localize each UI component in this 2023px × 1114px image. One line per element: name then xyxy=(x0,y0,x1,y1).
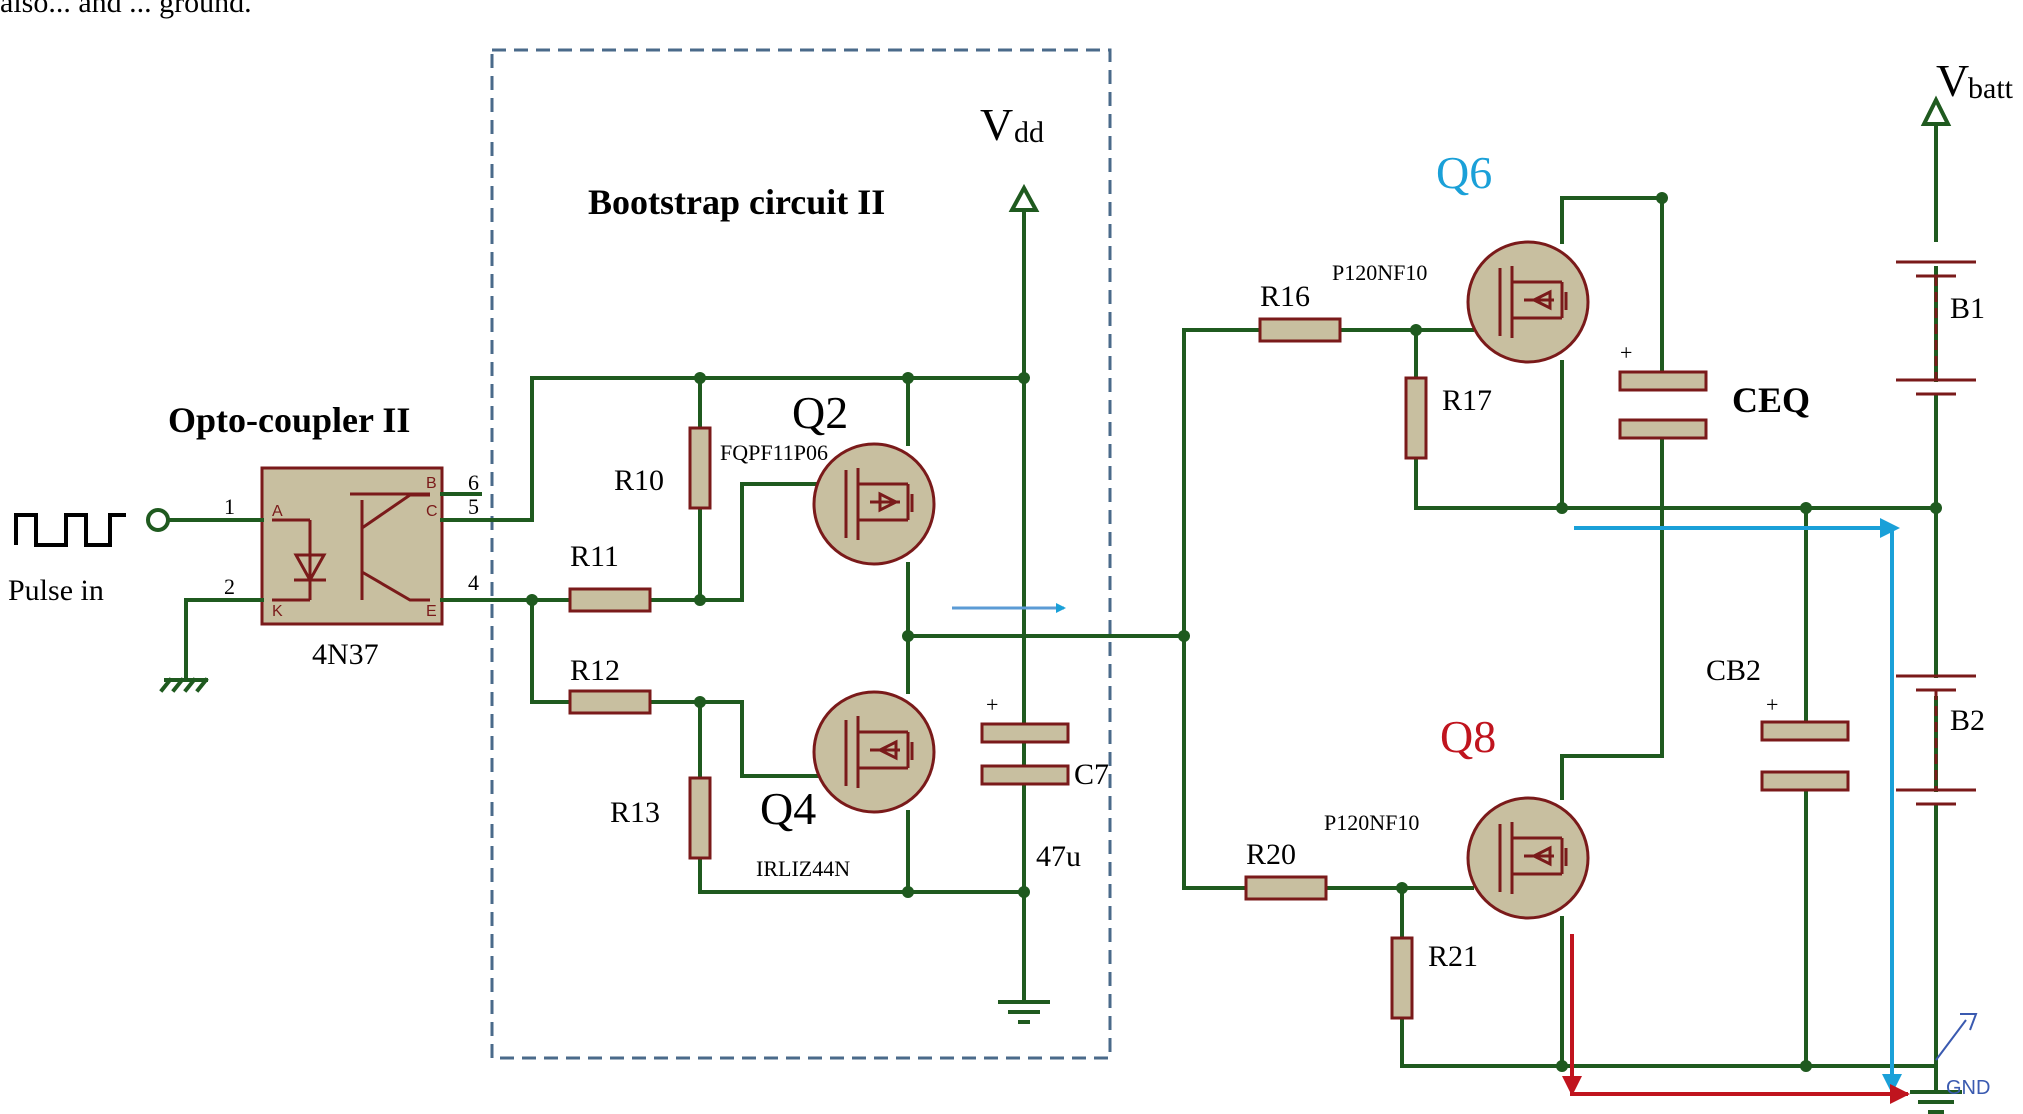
pin-e: E xyxy=(426,603,437,620)
resistor-r12: R12 xyxy=(530,598,822,778)
q8-label: Q8 xyxy=(1440,711,1496,762)
pin-c: C xyxy=(426,503,438,520)
gnd-label: GND xyxy=(1946,1077,1990,1099)
vbatt-sub-label: batt xyxy=(1968,72,2014,105)
vbatt-label: V xyxy=(1936,55,1969,106)
pin2-label: 2 xyxy=(224,574,235,599)
capacitor-c7: + C7 47u xyxy=(980,692,1109,873)
resistor-r10: R10 xyxy=(614,376,712,602)
current-arrow-blue-head-right xyxy=(1880,518,1900,538)
ceq-label: CEQ xyxy=(1732,380,1810,420)
opto-part-label: 4N37 xyxy=(312,638,379,671)
r17-label: R17 xyxy=(1442,384,1492,417)
q6-part-label: P120NF10 xyxy=(1332,260,1427,285)
resistor-r20: R20 xyxy=(1182,838,1474,901)
cb2-plus: + xyxy=(1766,692,1778,717)
header-fragment: also... and ... ground. xyxy=(0,0,252,19)
current-arrow-red-head-down xyxy=(1562,1076,1582,1096)
vdd-sub-label: dd xyxy=(1014,116,1044,149)
pin4-label: 4 xyxy=(468,570,479,595)
current-arrow-red xyxy=(1570,934,1908,1096)
c7-value: 47u xyxy=(1036,840,1081,873)
mosfet-q6: Q6 P120NF10 xyxy=(1332,147,1664,510)
c7-plus: + xyxy=(986,692,998,717)
q4-label: Q4 xyxy=(760,783,816,834)
ceq-plus: + xyxy=(1620,340,1632,365)
current-arrow-blue-head-down xyxy=(1882,1074,1902,1094)
r21-label: R21 xyxy=(1428,940,1478,973)
r10-label: R10 xyxy=(614,464,664,497)
r13-label: R13 xyxy=(610,796,660,829)
c7-label: C7 xyxy=(1074,758,1109,791)
opto-title: Opto-coupler II xyxy=(168,400,410,440)
q2-label: Q2 xyxy=(792,387,848,438)
r20-label: R20 xyxy=(1246,838,1296,871)
vdd-label: V xyxy=(980,99,1013,150)
q2-part-label: FQPF11P06 xyxy=(720,440,828,465)
capacitor-cb2: + CB2 xyxy=(1706,506,1850,1068)
mosfet-q2: Q2 FQPF11P06 xyxy=(720,376,936,638)
pin5-label: 5 xyxy=(468,494,479,519)
current-arrow-red-head-right xyxy=(1890,1084,1910,1104)
mosfet-q4: Q4 xyxy=(760,634,1026,894)
capacitor-ceq: + CEQ xyxy=(1560,196,1810,758)
pin-a: A xyxy=(272,503,283,520)
b1-label: B1 xyxy=(1950,292,1985,325)
resistor-r17: R17 xyxy=(1404,328,1564,510)
resistor-r21: R21 xyxy=(1390,886,1938,1068)
square-wave-icon xyxy=(14,513,126,547)
opto-coupler: Opto-coupler II A K B C E 4N37 1 2 4 5 6 xyxy=(168,400,479,671)
pin-k: K xyxy=(272,603,283,620)
cb2-label: CB2 xyxy=(1706,654,1761,687)
resistor-r11: R11 xyxy=(530,482,822,613)
q4-part-label: IRLIZ44N xyxy=(756,856,850,881)
pin1-label: 1 xyxy=(224,494,235,519)
r16-label: R16 xyxy=(1260,280,1310,313)
b2-label: B2 xyxy=(1950,704,1985,737)
bootstrap-box xyxy=(490,48,1112,1060)
resistor-r13: R13 IRLIZ44N xyxy=(610,700,910,894)
pin6-label: 6 xyxy=(468,470,479,495)
battery-stack: V batt B1 B2 GND xyxy=(1896,55,2014,1114)
bootstrap-title: Bootstrap circuit II xyxy=(588,182,885,222)
vdd-rail: V dd xyxy=(980,99,1050,1024)
q8-part-label: P120NF10 xyxy=(1324,810,1419,835)
mosfet-q8: Q8 P120NF10 xyxy=(1324,711,1590,1068)
pulse-source: Pulse in xyxy=(8,508,170,607)
pulse-in-label: Pulse in xyxy=(8,574,104,607)
r11-label: R11 xyxy=(570,540,619,573)
q6-label: Q6 xyxy=(1436,147,1492,198)
r12-label: R12 xyxy=(570,654,620,687)
current-arrow-blue xyxy=(1574,526,1894,1090)
pin-b: B xyxy=(426,475,437,492)
resistor-r16: R16 xyxy=(1182,280,1474,343)
